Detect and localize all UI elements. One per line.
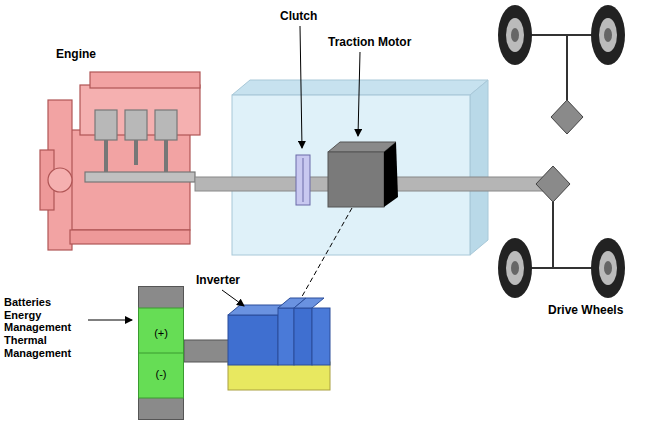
axles xyxy=(520,35,605,268)
differential-diamond xyxy=(551,100,583,134)
wheels xyxy=(498,5,625,298)
clutch-leader xyxy=(300,26,302,148)
inverter-leader xyxy=(222,290,244,306)
dc-link-bar xyxy=(184,340,234,362)
battery-leader xyxy=(88,320,132,321)
motor-inverter-link xyxy=(300,208,352,300)
housing-box xyxy=(232,80,488,255)
motor-label: Traction Motor xyxy=(328,36,411,50)
engine-label: Engine xyxy=(56,48,96,62)
engine-illustration xyxy=(40,72,200,250)
motor-leader xyxy=(358,52,360,136)
battery-label: Batteries Energy Management Thermal Mana… xyxy=(4,296,84,359)
traction-motor xyxy=(328,142,398,207)
terminal-label: (+) xyxy=(154,327,168,339)
battery-shape xyxy=(138,286,184,420)
differential-diamond xyxy=(536,166,570,202)
clutch-plates xyxy=(296,155,310,205)
clutch-label: Clutch xyxy=(280,10,317,24)
wheels-label: Drive Wheels xyxy=(548,304,623,318)
inverter-label: Inverter xyxy=(196,274,240,288)
terminal-label: (-) xyxy=(156,368,167,380)
battery-block: (+) (-) xyxy=(138,286,184,420)
inverter-illustration xyxy=(228,298,330,390)
